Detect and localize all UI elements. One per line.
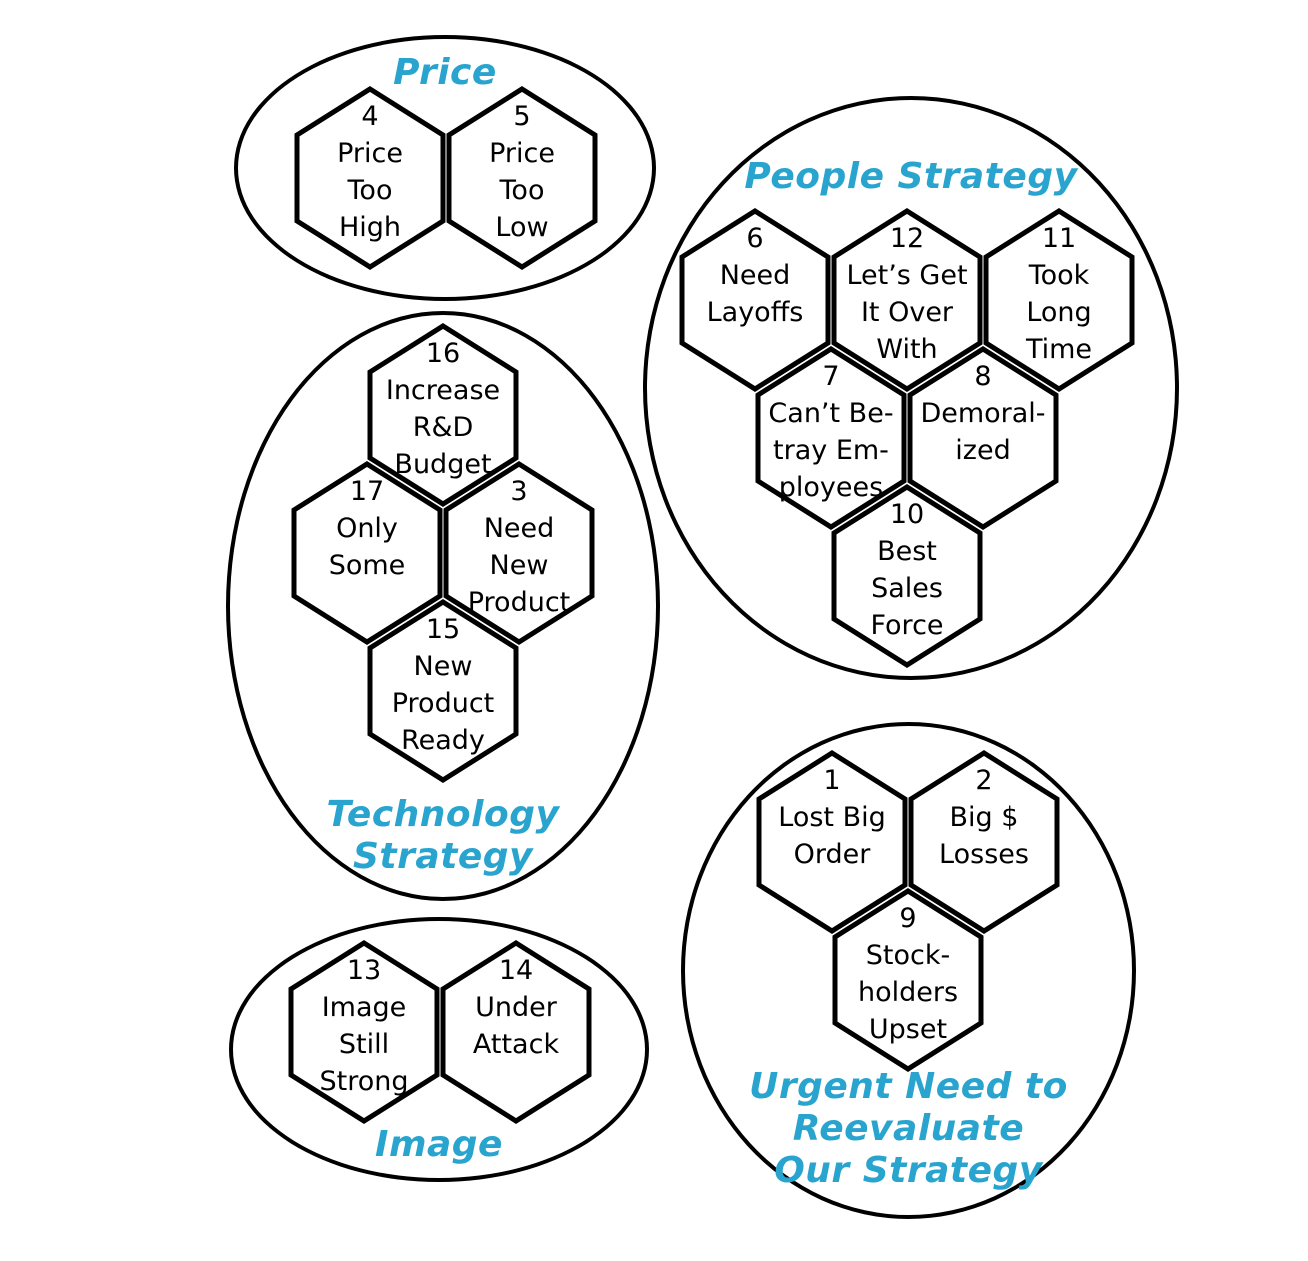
hexagon-shape xyxy=(367,599,519,783)
hex-number: 14 xyxy=(498,955,534,986)
hex-number: 7 xyxy=(822,361,840,392)
hex-label: Under Attack xyxy=(472,992,560,1060)
hex-label: Best Sales Force xyxy=(870,536,944,641)
hex-label: Price Too High xyxy=(337,138,403,243)
hex-number: 11 xyxy=(1041,223,1077,254)
hexagon-shape xyxy=(756,750,908,934)
hex-label: Price Too Low xyxy=(489,138,555,243)
hex-12-lets-get-it-over-with: 12 Let’s Get It Over With xyxy=(831,208,983,392)
hexagon-shape xyxy=(443,461,595,645)
hex-16-increase-rd-budget: 16 Increase R&D Budget xyxy=(367,323,519,507)
hex-3-need-new-product: 3 Need New Product xyxy=(443,461,595,645)
hex-label: New Product Ready xyxy=(391,651,495,756)
hex-8-demoralized: 8 Demoral- ized xyxy=(907,346,1059,530)
hex-4-price-too-high: 4 Price Too High xyxy=(294,86,446,270)
hex-14-under-attack: 14 Under Attack xyxy=(440,940,592,1124)
hexagon-shape xyxy=(291,461,443,645)
hex-1-lost-big-order: 1 Lost Big Order xyxy=(756,750,908,934)
hex-label: Need Layoffs xyxy=(706,260,804,328)
hex-10-best-sales-force: 10 Best Sales Force xyxy=(831,484,983,668)
hex-5-price-too-low: 5 Price Too Low xyxy=(446,86,598,270)
hex-label: Only Some xyxy=(328,513,406,581)
hex-number: 17 xyxy=(349,476,385,507)
hexagon-shape xyxy=(367,323,519,507)
hex-number: 2 xyxy=(975,765,993,796)
hexagon-shape xyxy=(288,940,440,1124)
hex-number: 8 xyxy=(974,361,992,392)
hex-label: Stock- holders Upset xyxy=(857,940,959,1045)
hexagon-shape xyxy=(983,208,1135,392)
hexagon-shape xyxy=(446,86,598,270)
hex-7-cant-betray-employees: 7 Can’t Be- tray Em- ployees xyxy=(755,346,907,530)
hex-number: 16 xyxy=(425,338,461,369)
cluster-label-image: Image xyxy=(375,1124,503,1165)
hex-number: 5 xyxy=(513,101,531,132)
hexagon-shape xyxy=(908,750,1060,934)
hexagon-shape xyxy=(831,208,983,392)
hex-number: 6 xyxy=(746,223,764,254)
hexagon-shape xyxy=(755,346,907,530)
hex-label: Lost Big Order xyxy=(778,802,886,870)
hex-number: 10 xyxy=(889,499,925,530)
hex-number: 13 xyxy=(346,955,382,986)
cluster-label-price: Price xyxy=(393,52,497,93)
hex-9-stockholders-upset: 9 Stock- holders Upset xyxy=(832,888,984,1072)
hex-15-new-product-ready: 15 New Product Ready xyxy=(367,599,519,783)
hexagon-shape xyxy=(832,888,984,1072)
hex-number: 12 xyxy=(889,223,925,254)
hex-label: Big $ Losses xyxy=(939,802,1029,870)
cluster-label-technology-strategy: Technology Strategy xyxy=(326,794,560,877)
hex-2-big-dollar-losses: 2 Big $ Losses xyxy=(908,750,1060,934)
hexagon-shape xyxy=(907,346,1059,530)
cluster-label-urgent: Urgent Need to Reevaluate Our Strategy xyxy=(749,1066,1068,1191)
cluster-label-people-strategy: People Strategy xyxy=(744,156,1078,197)
hex-number: 3 xyxy=(510,476,528,507)
hex-label: Can’t Be- tray Em- ployees xyxy=(768,398,894,503)
hex-6-need-layoffs: 6 Need Layoffs xyxy=(679,208,831,392)
hex-label: Increase R&D Budget xyxy=(385,375,501,480)
hex-label: Took Long Time xyxy=(1025,260,1093,365)
hexagon-shape xyxy=(679,208,831,392)
hex-label: Let’s Get It Over With xyxy=(846,260,968,365)
hex-number: 1 xyxy=(823,765,841,796)
hex-number: 15 xyxy=(425,614,461,645)
hex-label: Demoral- ized xyxy=(920,398,1046,466)
hex-number: 4 xyxy=(361,101,379,132)
hex-11-took-long-time: 11 Took Long Time xyxy=(983,208,1135,392)
hexagon-shape xyxy=(440,940,592,1124)
hex-label: Need New Product xyxy=(467,513,571,618)
hex-13-image-still-strong: 13 Image Still Strong xyxy=(288,940,440,1124)
hexagon-shape xyxy=(831,484,983,668)
hex-17-only-some: 17 Only Some xyxy=(291,461,443,645)
hexagon-shape xyxy=(294,86,446,270)
hex-number: 9 xyxy=(899,903,917,934)
hex-label: Image Still Strong xyxy=(319,992,409,1097)
